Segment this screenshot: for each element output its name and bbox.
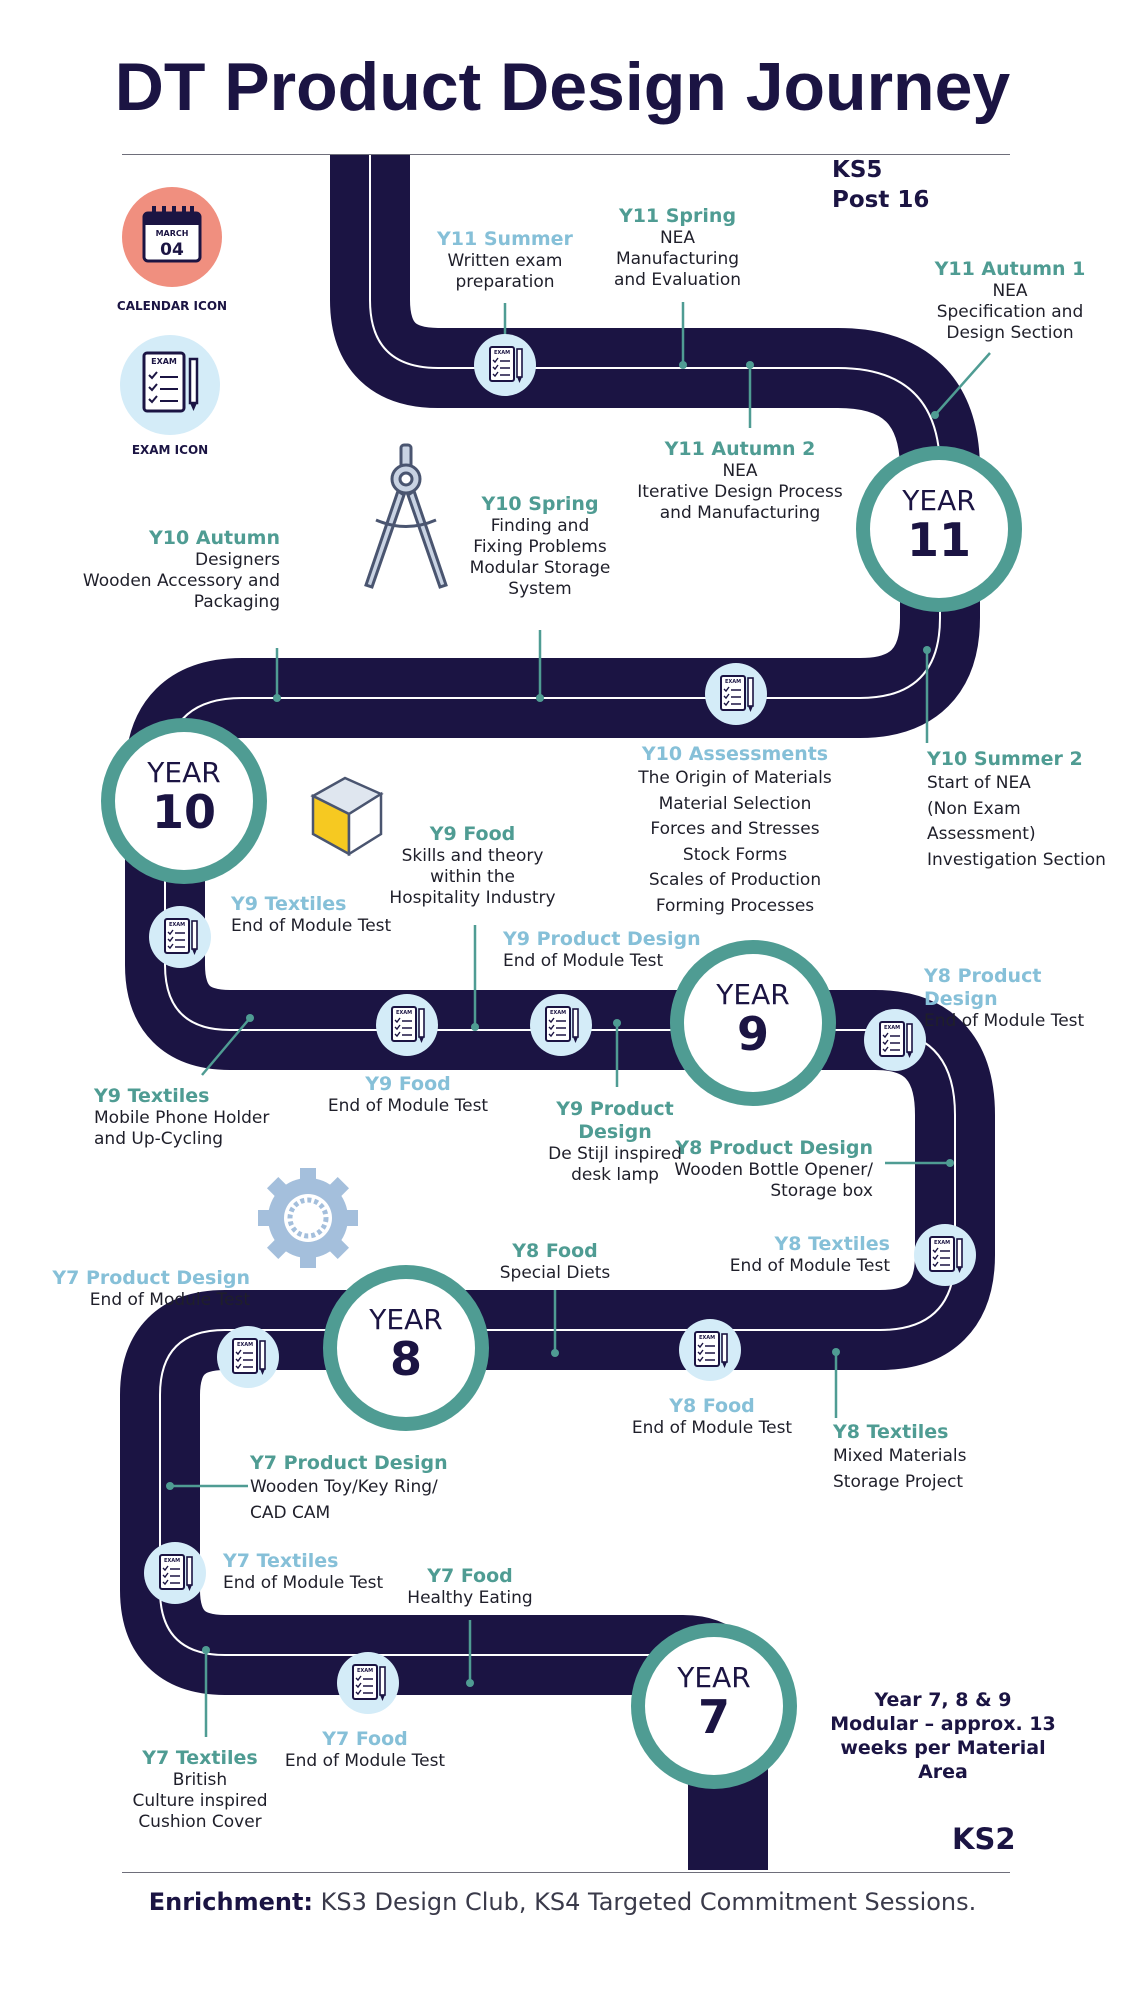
exam-icon-caption: EXAM ICON <box>131 443 209 457</box>
bottom-divider <box>122 1872 1010 1873</box>
exam-icon <box>529 993 593 1057</box>
exam-icon <box>375 993 439 1057</box>
gear-icon <box>258 1168 358 1268</box>
svg-text:04: 04 <box>160 240 184 260</box>
exam-icon <box>143 1541 207 1605</box>
ks5-label: KS5 Post 16 <box>832 157 930 213</box>
exam-icon <box>863 1008 927 1072</box>
exam-icon <box>148 905 212 969</box>
page-title: DT Product Design Journey <box>114 49 1011 125</box>
top-divider <box>122 154 1010 155</box>
exam-icon <box>678 1318 742 1382</box>
svg-text:EXAM: EXAM <box>151 357 177 366</box>
cube-icon <box>310 776 384 857</box>
calendar-icon: MARCH 04 <box>122 187 222 287</box>
ks2-label: KS2 <box>952 1822 1016 1856</box>
enrichment-note: Enrichment: KS3 Design Club, KS4 Targete… <box>0 1888 1125 1916</box>
modular-note: Year 7, 8 & 9 Modular – approx. 13 weeks… <box>830 1689 1056 1783</box>
compass-icon <box>364 443 448 589</box>
calendar-icon-caption: CALENDAR ICON <box>116 299 228 313</box>
svg-text:MARCH: MARCH <box>156 229 189 238</box>
exam-key-icon: EXAM <box>120 335 220 435</box>
exam-icon <box>704 662 768 726</box>
enrichment-text: KS3 Design Club, KS4 Targeted Commitment… <box>313 1888 977 1916</box>
exam-icon <box>336 1651 400 1715</box>
connector-lines <box>170 302 991 1737</box>
enrichment-label: Enrichment: <box>148 1888 314 1916</box>
exam-icon <box>913 1223 977 1287</box>
exam-icon <box>473 333 537 397</box>
exam-icon <box>216 1325 280 1389</box>
